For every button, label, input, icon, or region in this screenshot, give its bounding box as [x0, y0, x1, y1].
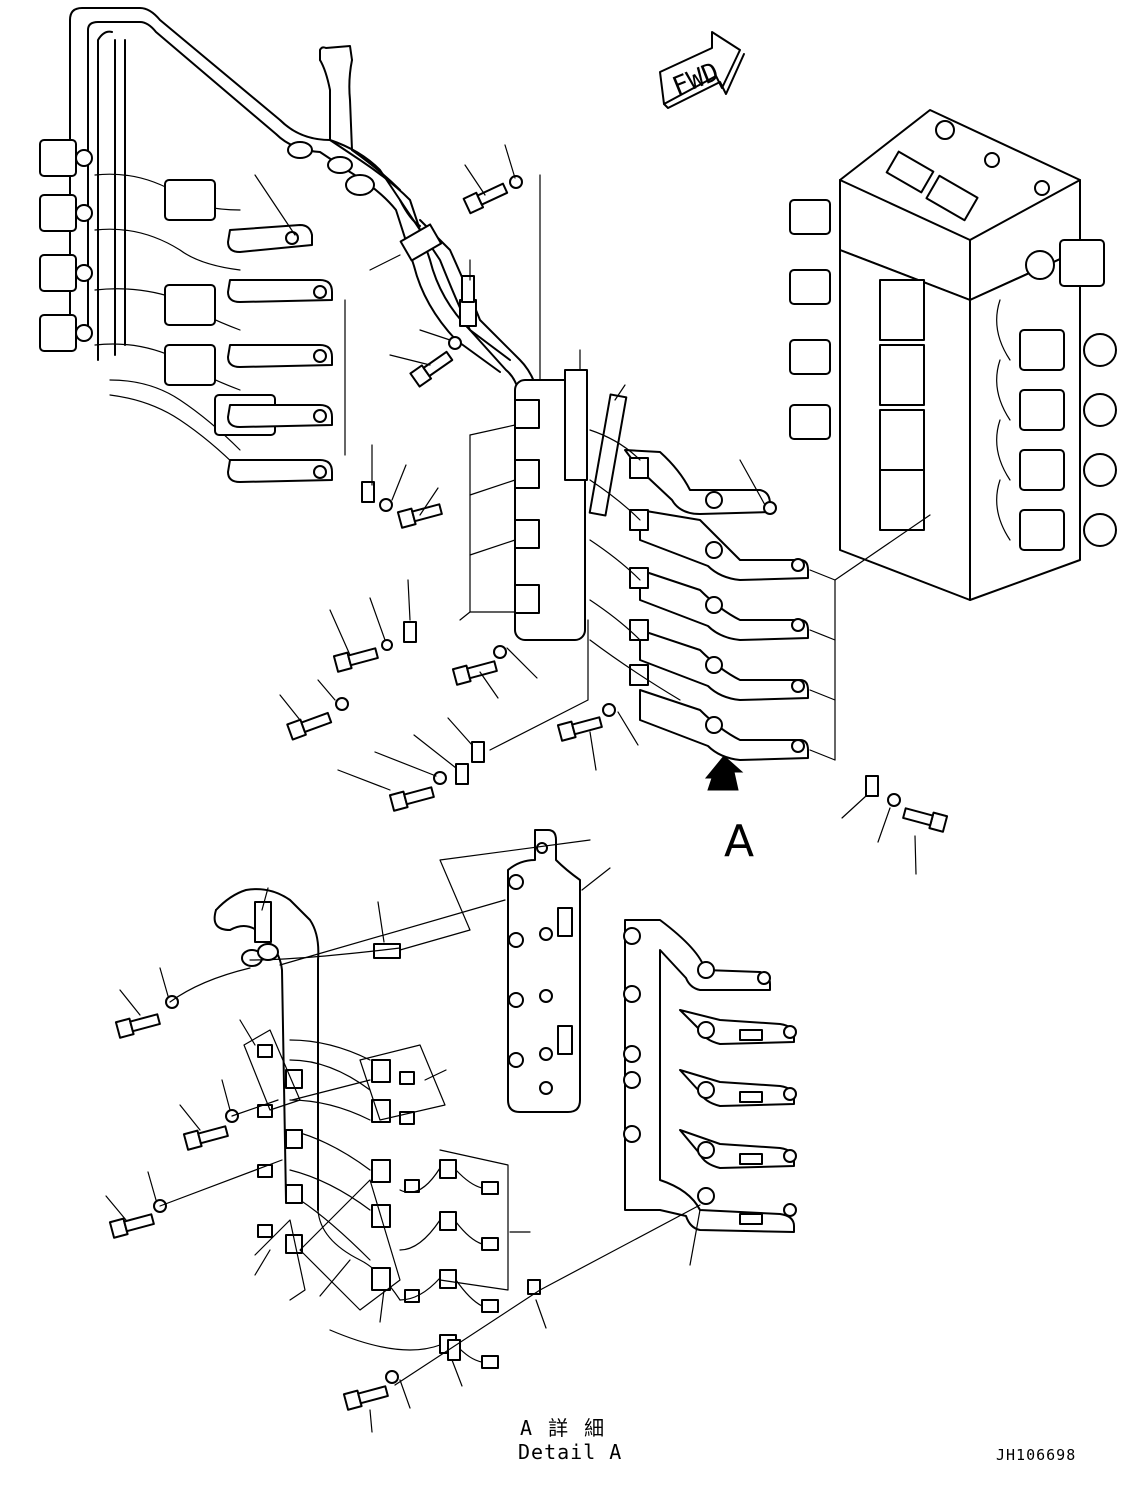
washer-icon [887, 793, 901, 807]
bolt-icon [388, 786, 435, 812]
bolt-icon [108, 1213, 155, 1239]
bolt-icon [902, 807, 949, 833]
upper-left-bracket-plates [227, 224, 333, 483]
bolt-icon [462, 182, 509, 215]
drawing-number: JH106698 [996, 1446, 1077, 1464]
bolt-icon [451, 660, 498, 686]
leader-lines-lower [105, 839, 701, 1433]
bolt-icon [396, 503, 443, 529]
detail-title-en: Detail A [518, 1440, 623, 1464]
washer-icon [509, 175, 523, 189]
clip-icon [403, 621, 417, 643]
clip-icon [361, 481, 375, 503]
bolt-icon-group-lower [108, 943, 541, 1411]
bolt-icon [556, 716, 603, 742]
washer-icon [385, 1370, 399, 1384]
view-arrow-icon [704, 755, 744, 791]
detail-a-bracket-plate [623, 919, 797, 1233]
washer-icon [379, 498, 393, 512]
bolt-icon [409, 350, 454, 388]
clip-icon [865, 775, 879, 797]
clip-icon [527, 1279, 541, 1295]
leader-lines-upper [254, 144, 931, 875]
washer-icon [433, 771, 447, 785]
washer-icon [493, 645, 507, 659]
detail-a-plate [507, 829, 581, 1113]
upper-left-connectors [39, 139, 93, 352]
bolt-icon [286, 711, 333, 741]
view-letter: A [724, 816, 754, 867]
washer-icon [381, 639, 393, 651]
washer-icon [335, 697, 349, 711]
detail-a-harness [213, 888, 509, 1369]
washer-icon [602, 703, 616, 717]
bolt-icon [114, 1013, 161, 1039]
upper-middle-assembly [514, 369, 809, 761]
bolt-icon-group-upper [286, 175, 949, 833]
clip-icon [471, 741, 485, 763]
detail-a-connectors [329, 1159, 499, 1369]
upper-harness-frame [69, 7, 541, 401]
washer-icon [448, 336, 462, 350]
detail-title-jp: A 詳 細 [520, 1416, 607, 1440]
bolt-icon [342, 1385, 389, 1411]
clip-icon [455, 763, 469, 785]
bolt-icon [182, 1125, 229, 1151]
control-valve-block [789, 109, 1117, 601]
bolt-icon [332, 647, 379, 673]
forward-arrow-icon: FWD [659, 31, 745, 109]
